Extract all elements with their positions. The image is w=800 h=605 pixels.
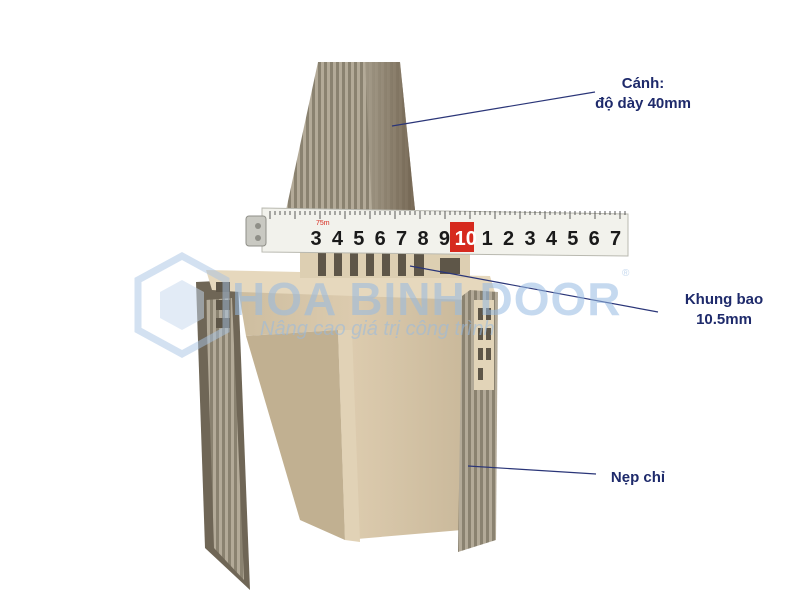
watermark-registered-mark: ®	[622, 268, 630, 279]
tape-digit: 5	[353, 228, 364, 250]
tape-digit: 3	[310, 228, 321, 250]
watermark-brand: HOA BINH DOOR	[232, 273, 622, 325]
tape-digit: 6	[375, 228, 386, 250]
leader-line-khung	[409, 265, 659, 313]
tape-digit: 5	[567, 228, 578, 250]
frame-left-wall	[196, 280, 250, 590]
callout-frame-title: Khung bao	[684, 291, 764, 308]
frame-main-face	[236, 276, 470, 542]
tape-digit: 1	[482, 228, 493, 250]
tape-digit: 7	[396, 228, 407, 250]
callout-door-leaf-detail: độ dày 40mm	[595, 95, 691, 112]
leader-line-nep	[467, 465, 597, 475]
callout-door-leaf-title: Cánh:	[621, 75, 665, 92]
callout-frame: Khung bao 10.5mm	[664, 290, 784, 330]
callout-frame-detail: 10.5mm	[696, 311, 752, 328]
callout-door-leaf: Cánh: độ dày 40mm	[578, 74, 708, 114]
tape-digit: 9	[439, 228, 450, 250]
tape-digit: 2	[503, 228, 514, 250]
tape-ticks	[269, 211, 626, 219]
watermark-slogan: Nâng cao giá trị công trình	[260, 318, 495, 340]
tape-digit: 8	[417, 228, 428, 250]
leader-line-canh	[391, 91, 596, 127]
callout-trim-label: Nẹp chỉ	[610, 469, 666, 486]
tape-digit: 4	[546, 228, 558, 250]
door-leaf	[285, 62, 415, 215]
tape-digit: 10	[455, 228, 477, 250]
leader-lines	[391, 91, 659, 475]
trim-strip	[458, 290, 498, 552]
tape-highlight-mark	[450, 222, 474, 252]
tape-digit: 4	[332, 228, 344, 250]
watermark-logo-icon	[134, 252, 230, 358]
callout-trim: Nẹp chỉ	[598, 468, 678, 488]
tape-unit-mark: 75m	[316, 220, 330, 227]
tape-digit: 3	[524, 228, 535, 250]
tape-digit: 7	[610, 228, 621, 250]
tape-digit: 6	[589, 228, 600, 250]
